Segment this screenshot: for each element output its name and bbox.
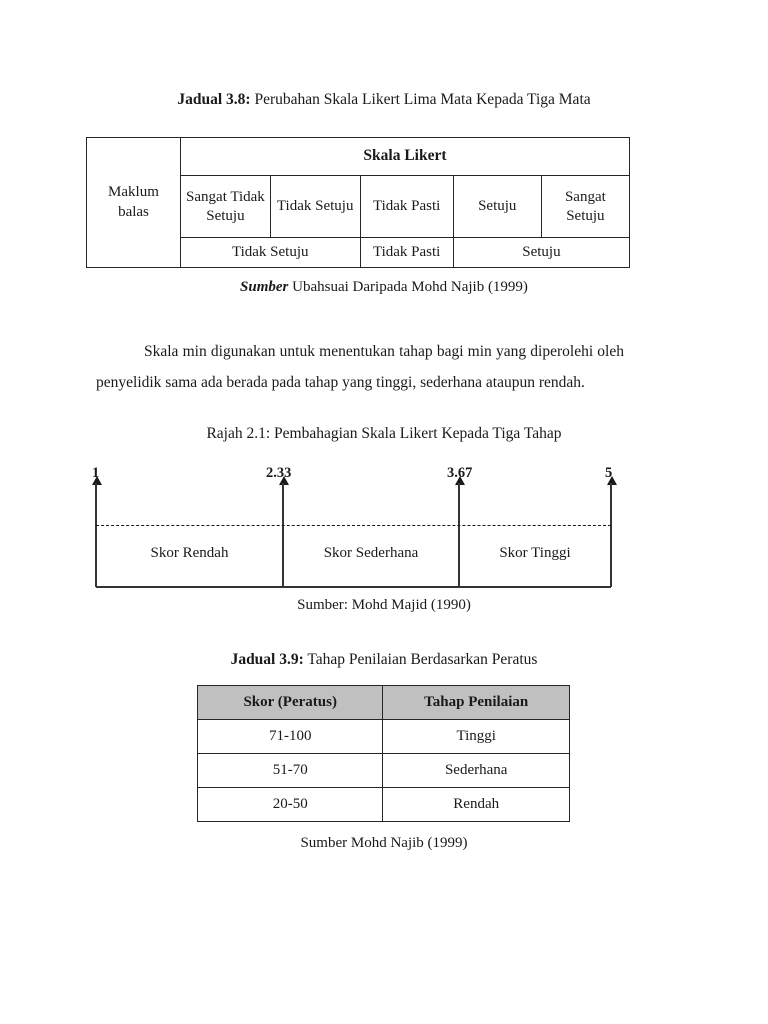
cell-three-point-tidak-pasti: Tidak Pasti: [359, 237, 454, 268]
cell-skor: 71-100: [196, 719, 384, 754]
arrow-up-icon: [606, 476, 617, 485]
scale-mark-3-67: 3.67: [447, 465, 473, 481]
band-label-skor-sederhana: Skor Sederhana: [323, 545, 419, 561]
cell-three-point-setuju: Setuju: [452, 237, 631, 268]
table-3-9-caption: Jadual 3.9: Tahap Penilaian Berdasarkan …: [0, 650, 768, 670]
scale-mark-5: 5: [605, 465, 613, 481]
scale-divider-line: [610, 483, 612, 587]
arrow-up-icon: [278, 476, 289, 485]
figure-2-1-caption: Rajah 2.1: Pembahagian Skala Likert Kepa…: [206, 425, 562, 442]
table-3-9-source: Sumber Mohd Najib (1999): [300, 835, 468, 851]
cell-maklum-balas: Maklum balas: [86, 137, 181, 268]
table-3-9-caption-text: Tahap Penilaian Berdasarkan Peratus: [303, 651, 538, 668]
maklum-balas-line1: Maklum: [108, 184, 159, 200]
band-label-skor-rendah: Skor Rendah: [150, 545, 229, 561]
scale-divider-line: [458, 483, 460, 587]
table-row: Sangat Tidak Setuju Tidak Setuju Tidak P…: [87, 175, 631, 238]
column-header-tahap-penilaian: Tahap Penilaian: [382, 685, 570, 720]
table-tahap-penilaian: Skor (Peratus) Tahap Penilaian 71-100 Ti…: [196, 685, 570, 822]
table-header-row: Skor (Peratus) Tahap Penilaian: [196, 685, 570, 720]
cell-tahap: Tinggi: [382, 719, 570, 754]
source-label: Sumber: [240, 279, 289, 295]
cell-three-point-tidak-setuju: Tidak Setuju: [179, 237, 361, 268]
table-row: 20-50 Rendah: [196, 787, 570, 822]
scale-divider-line: [282, 483, 284, 587]
table-row: 51-70 Sederhana: [196, 753, 570, 788]
cell-tahap: Rendah: [382, 787, 570, 822]
table-row: Maklum balas Skala Likert: [86, 137, 631, 268]
cell-skor: 51-70: [196, 753, 384, 788]
baseline: [96, 586, 611, 588]
likert-scale-diagram: 1 2.33 3.67 5 Skor Rendah Skor Sederhana…: [0, 455, 768, 595]
cell-skor: 20-50: [196, 787, 384, 822]
table-row: Tidak Setuju Tidak Pasti Setuju: [87, 237, 631, 268]
scale-divider-line: [95, 483, 97, 587]
table-3-9-caption-label: Jadual 3.9:: [230, 651, 304, 668]
cell-skala-likert-header: Skala Likert: [179, 137, 631, 176]
maklum-balas-line2: balas: [118, 203, 149, 220]
table-3-8-caption-text: Perubahan Skala Likert Lima Mata Kepada …: [250, 91, 591, 108]
table-likert-conversion: Maklum balas Skala Likert Sangat Tidak S…: [86, 137, 631, 268]
cell-tahap: Sederhana: [382, 753, 570, 788]
table-3-8-caption: Jadual 3.8: Perubahan Skala Likert Lima …: [0, 90, 768, 110]
dashed-reference-line: [96, 525, 611, 526]
source-text: Ubahsuai Daripada Mohd Najib (1999): [288, 279, 528, 295]
table-3-8-source: Sumber Ubahsuai Daripada Mohd Najib (199…: [0, 279, 768, 296]
cell-sangat-setuju: Sangat Setuju: [540, 175, 631, 238]
cell-sangat-tidak-setuju: Sangat Tidak Setuju: [179, 175, 271, 238]
table-row: 71-100 Tinggi: [196, 719, 570, 754]
arrow-up-icon: [91, 476, 102, 485]
cell-setuju: Setuju: [452, 175, 542, 238]
arrow-up-icon: [454, 476, 465, 485]
column-header-skor-peratus: Skor (Peratus): [196, 685, 384, 720]
table-3-8-caption-label: Jadual 3.8:: [177, 91, 251, 108]
figure-2-1-source: Sumber: Mohd Majid (1990): [297, 597, 471, 613]
band-label-skor-tinggi: Skor Tinggi: [499, 545, 571, 561]
body-paragraph: Skala min digunakan untuk menentukan tah…: [96, 343, 624, 391]
cell-tidak-setuju: Tidak Setuju: [269, 175, 361, 238]
scale-mark-1: 1: [92, 465, 100, 481]
cell-tidak-pasti: Tidak Pasti: [359, 175, 454, 238]
